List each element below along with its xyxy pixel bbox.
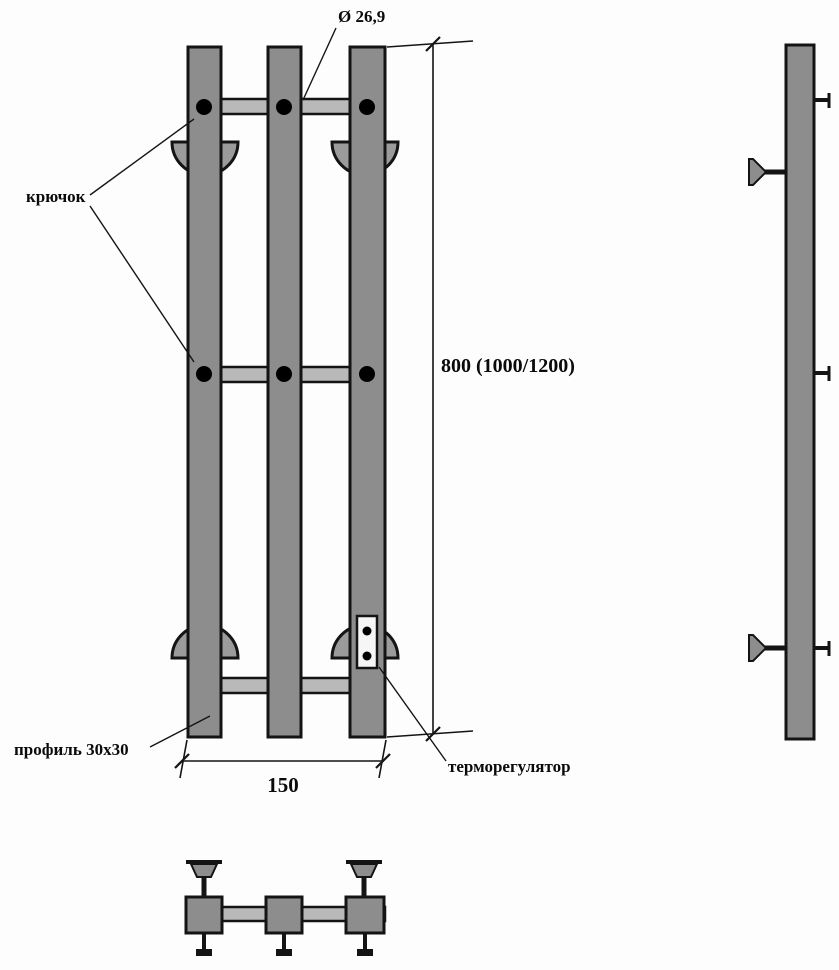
top-mount-left-funnel	[189, 863, 219, 878]
thermostat-leader	[378, 666, 447, 762]
height-tick-top	[425, 36, 441, 52]
top-foot-right	[357, 949, 373, 956]
top-view	[184, 860, 387, 956]
thermostat-block	[355, 614, 379, 670]
hole-top-middle	[276, 99, 292, 115]
height-tick-bottom	[425, 726, 441, 742]
height-extension-top	[386, 40, 474, 48]
width-tick-right	[375, 753, 391, 769]
diameter-label: Ø 26,9	[338, 7, 385, 26]
side-profile-bar	[784, 43, 816, 741]
hole-top-right	[359, 99, 375, 115]
top-foot-middle	[276, 949, 292, 956]
profile-bar-middle	[266, 45, 303, 739]
profile-label: профиль 30x30	[14, 740, 129, 759]
hole-middle-right	[359, 366, 375, 382]
hole-middle-left	[196, 366, 212, 382]
profile-bar-left	[186, 45, 223, 739]
hook-label: крючок	[26, 187, 86, 206]
width-extension-right	[378, 739, 387, 779]
top-mount-right-funnel	[349, 863, 379, 878]
side-view	[748, 43, 831, 741]
top-view-profile-left	[184, 895, 224, 935]
hole-middle-middle	[276, 366, 292, 382]
top-foot-left	[196, 949, 212, 956]
thermostat-label: терморегулятор	[448, 757, 571, 776]
width-tick-left	[174, 753, 190, 769]
dimensions: Ø 26,9 800 (1000/1200) 150 крючок профил…	[14, 7, 575, 797]
hook-leader-bottom	[89, 205, 195, 363]
hole-top-left	[196, 99, 212, 115]
top-view-profile-right	[344, 895, 386, 935]
profile-leader	[149, 715, 211, 748]
height-dimension-label: 800 (1000/1200)	[441, 355, 575, 377]
hook-leader-top	[89, 118, 195, 196]
height-extension-bottom	[386, 730, 474, 738]
thermostat-dot-bottom	[362, 651, 372, 661]
width-dimension-label: 150	[267, 773, 299, 797]
diameter-leader-line	[302, 27, 337, 101]
thermostat-dot-top	[362, 626, 372, 636]
front-view	[170, 45, 400, 739]
wall-bracket-bottom	[748, 634, 768, 662]
wall-bracket-top	[748, 158, 768, 186]
top-view-profile-middle	[264, 895, 304, 935]
